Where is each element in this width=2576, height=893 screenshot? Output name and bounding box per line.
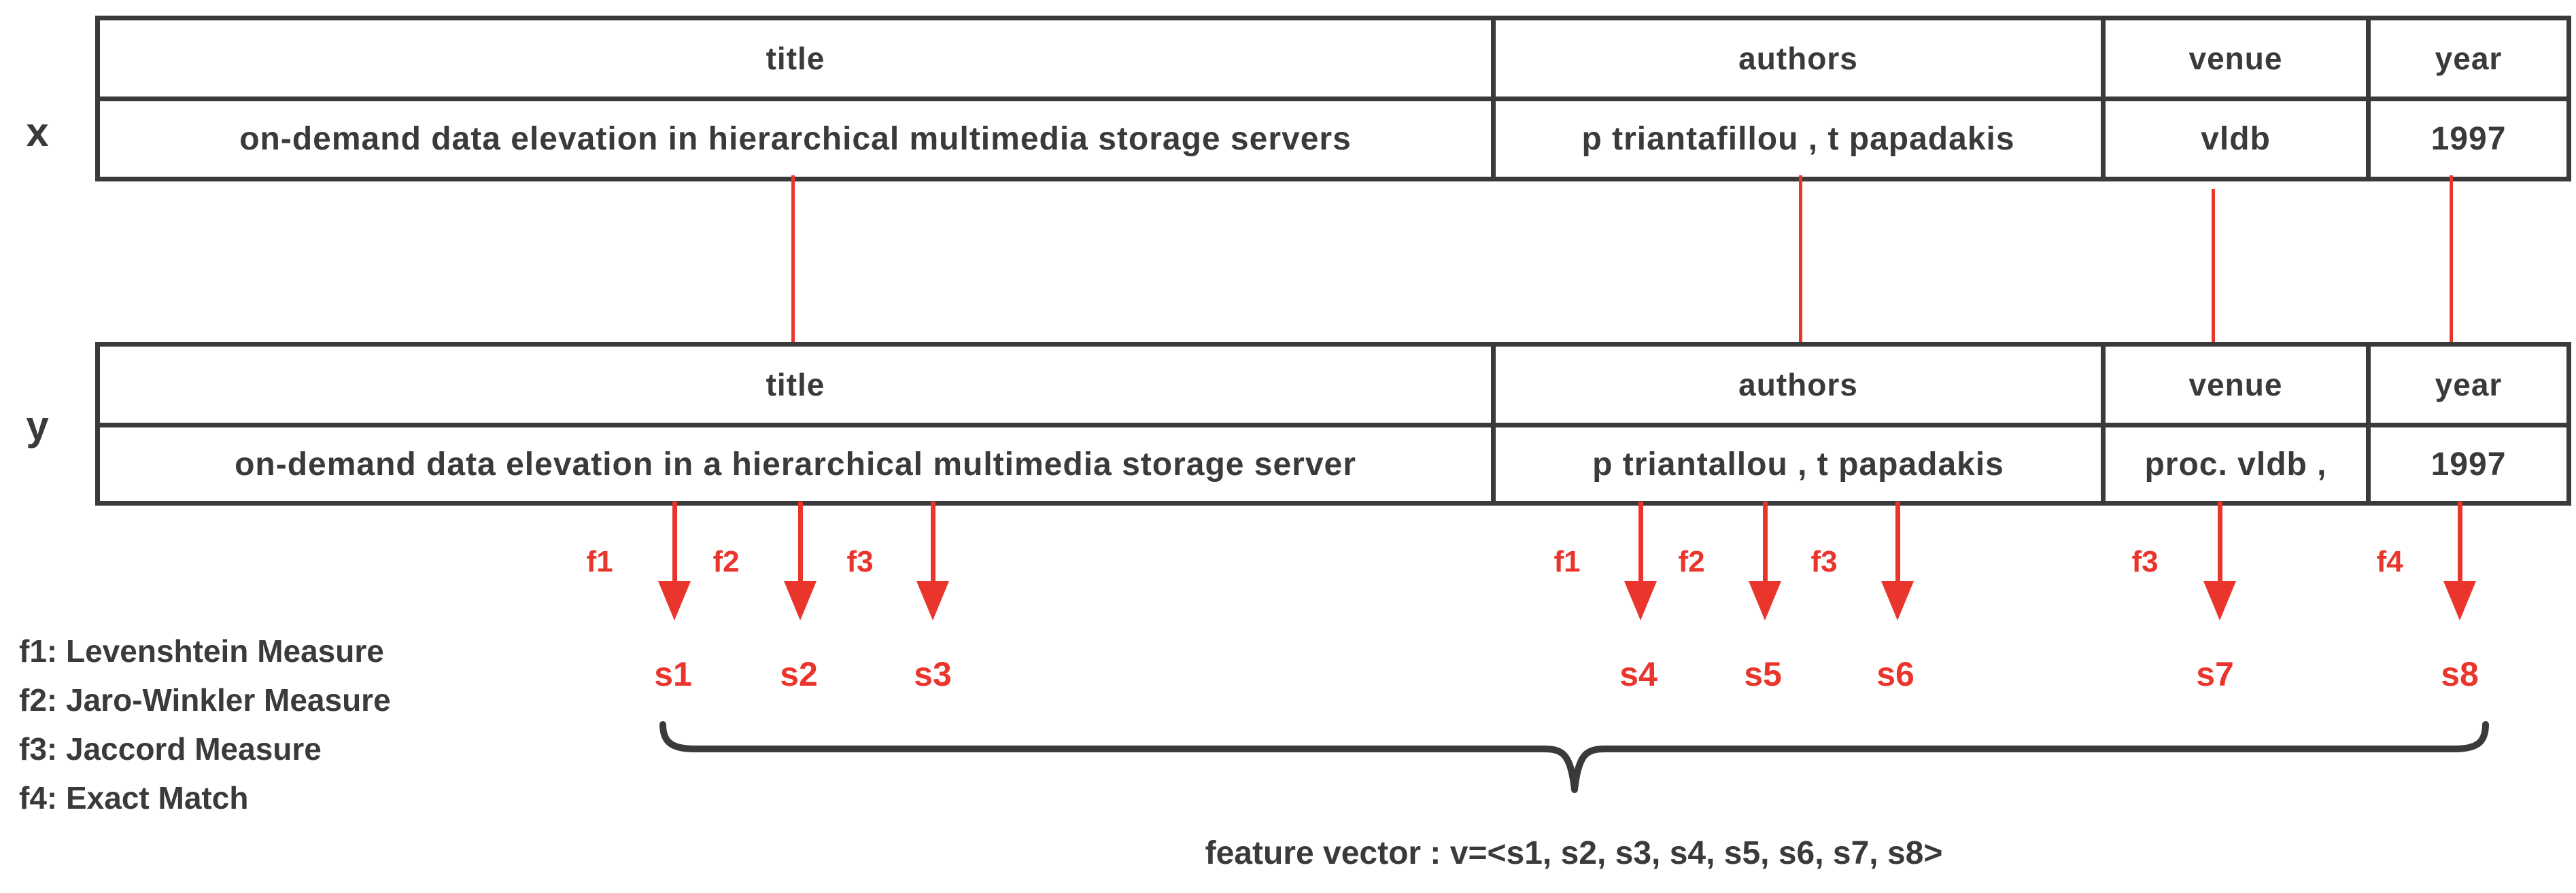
record-y-table: title authors venue year on-demand data …	[95, 342, 2571, 506]
legend-item-f2: f2: Jaro-Winkler Measure	[19, 682, 391, 718]
feature-arrowhead-s8	[2443, 581, 2476, 620]
connector-line-year	[2450, 175, 2453, 343]
record-y-header-row: title authors venue year	[95, 342, 2571, 427]
feature-arrow-s3	[931, 502, 935, 583]
legend-item-f1: f1: Levenshtein Measure	[19, 633, 384, 669]
record-x-value-row: on-demand data elevation in hierarchical…	[95, 97, 2571, 181]
feature-arrow-s8	[2458, 502, 2462, 583]
function-label-f3-title: f3	[846, 545, 874, 578]
x-value-authors: p triantafillou , t papadakis	[1491, 97, 2106, 181]
legend-item-f3: f3: Jaccord Measure	[19, 731, 322, 767]
score-label-s3: s3	[914, 655, 952, 693]
feature-arrow-s5	[1763, 502, 1768, 583]
feature-arrowhead-s3	[916, 581, 949, 620]
y-value-authors: p triantallou , t papadakis	[1491, 423, 2106, 506]
feature-arrow-s7	[2218, 502, 2222, 583]
record-x-label: x	[26, 109, 49, 155]
x-value-venue: vldb	[2101, 97, 2371, 181]
x-header-title: title	[95, 16, 1496, 101]
y-header-venue: venue	[2101, 342, 2371, 427]
legend-item-f4: f4: Exact Match	[19, 780, 249, 816]
x-header-year: year	[2366, 16, 2571, 101]
score-label-s7: s7	[2196, 655, 2234, 693]
function-label-f3-venue: f3	[2131, 545, 2159, 578]
connector-line-authors	[1799, 175, 1802, 343]
feature-arrowhead-s5	[1749, 581, 1781, 620]
feature-vector-brace	[659, 721, 2489, 793]
record-x-header-row: title authors venue year	[95, 16, 2571, 101]
feature-arrow-s6	[1895, 502, 1900, 583]
function-label-f1-title: f1	[586, 545, 613, 578]
x-header-authors: authors	[1491, 16, 2106, 101]
record-y-label: y	[26, 403, 49, 449]
y-value-year: 1997	[2366, 423, 2571, 506]
function-label-f2-title: f2	[712, 545, 740, 578]
feature-arrowhead-s1	[658, 581, 691, 620]
feature-arrow-s1	[672, 502, 677, 583]
function-label-f3-authors: f3	[1810, 545, 1838, 578]
score-label-s4: s4	[1619, 655, 1658, 693]
feature-arrowhead-s2	[784, 581, 817, 620]
y-value-title: on-demand data elevation in a hierarchic…	[95, 423, 1496, 506]
score-label-s1: s1	[654, 655, 692, 693]
feature-arrowhead-s4	[1624, 581, 1657, 620]
function-legend: f1: Levenshtein Measure f2: Jaro-Winkler…	[19, 627, 391, 822]
feature-arrow-s4	[1638, 502, 1643, 583]
connector-line-title	[791, 175, 795, 343]
score-label-s2: s2	[780, 655, 818, 693]
connector-line-venue	[2212, 189, 2215, 343]
feature-arrowhead-s6	[1881, 581, 1914, 620]
function-label-f1-authors: f1	[1553, 545, 1581, 578]
score-label-s5: s5	[1744, 655, 1782, 693]
function-label-f4-year: f4	[2376, 545, 2403, 578]
feature-vector-text: feature vector : v=<s1, s2, s3, s4, s5, …	[1205, 835, 1943, 871]
x-value-title: on-demand data elevation in hierarchical…	[95, 97, 1496, 181]
y-header-title: title	[95, 342, 1496, 427]
score-label-s8: s8	[2441, 655, 2479, 693]
score-label-s6: s6	[1876, 655, 1914, 693]
feature-arrow-s2	[798, 502, 803, 583]
x-header-venue: venue	[2101, 16, 2371, 101]
x-value-year: 1997	[2366, 97, 2571, 181]
record-x-table: title authors venue year on-demand data …	[95, 16, 2571, 181]
function-label-f2-authors: f2	[1678, 545, 1705, 578]
y-value-venue: proc. vldb ,	[2101, 423, 2371, 506]
record-y-value-row: on-demand data elevation in a hierarchic…	[95, 423, 2571, 506]
y-header-authors: authors	[1491, 342, 2106, 427]
feature-arrowhead-s7	[2203, 581, 2236, 620]
y-header-year: year	[2366, 342, 2571, 427]
